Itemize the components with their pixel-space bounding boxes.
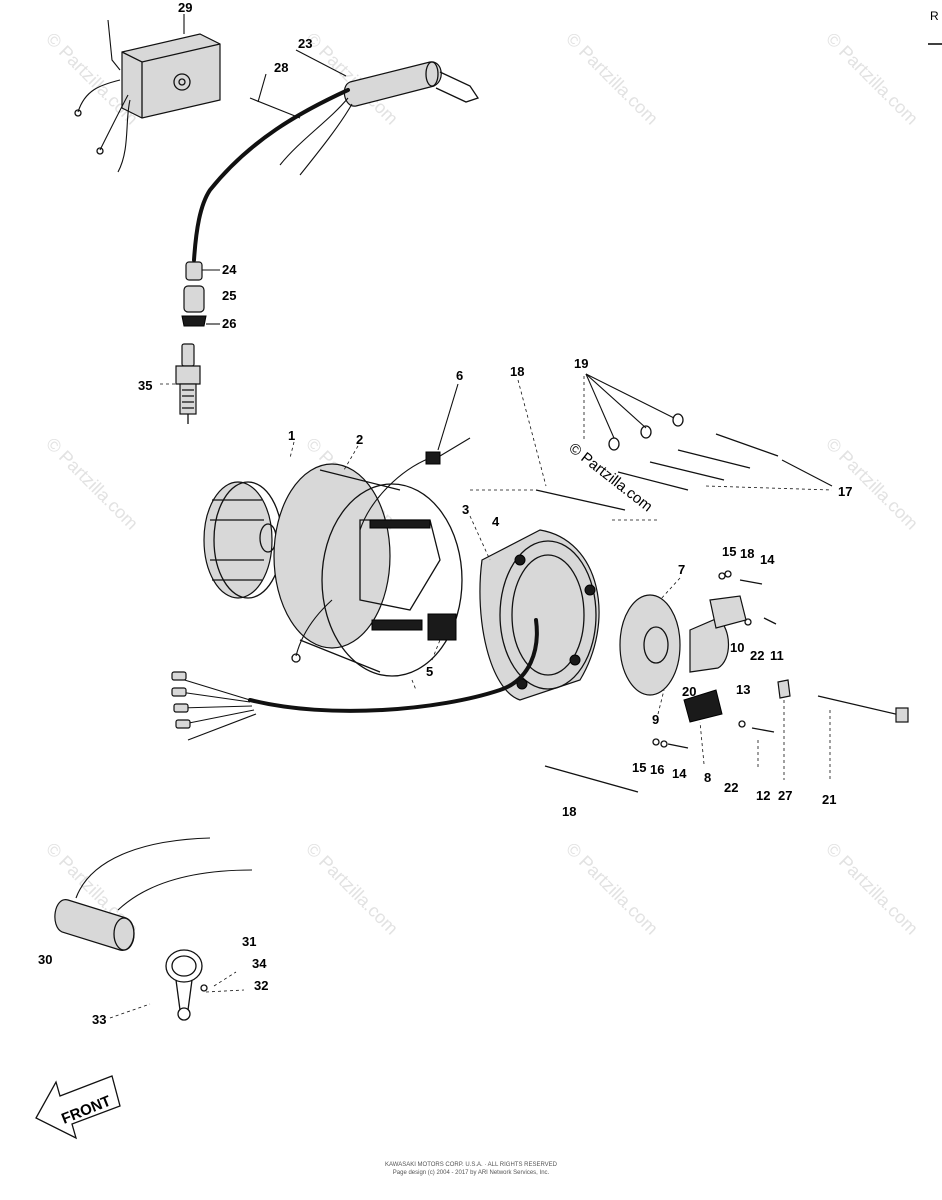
watermark: © Partzilla.com [302,839,402,939]
magneto-assembly [171,437,600,741]
front-arrow: FRONT [35,1075,121,1140]
callout-7: 7 [678,562,685,577]
callout-26: 26 [222,316,236,331]
breaker-assembly [612,519,909,782]
screws-17-19 [583,373,833,491]
callout-22: 22 [724,780,738,795]
callout-labels: 29 23 28 24 25 26 35 6 18 19 1 2 3 4 17 … [38,0,852,1027]
callout-12: 12 [756,788,770,803]
regulator-part [74,19,221,173]
callout-5: 5 [426,664,433,679]
leader-lines [160,14,705,765]
callout-25: 25 [222,288,236,303]
callout-30: 30 [38,952,52,967]
front-label: FRONT [59,1093,113,1128]
callout-21: 21 [822,792,836,807]
ignition-coil-part [192,61,480,262]
callout-1: 1 [288,428,295,443]
callout-4: 4 [492,514,500,529]
callout-18: 18 [510,364,524,379]
callout-13: 13 [736,682,750,697]
footer-line-1: KAWASAKI MOTORS CORP. U.S.A. · ALL RIGHT… [385,1162,558,1168]
callout-33: 33 [92,1012,106,1027]
watermark: © Partzilla.com [822,839,922,939]
callout-28: 28 [274,60,288,75]
corner-text: R [930,9,939,23]
spark-plug-part [175,343,201,424]
callout-20: 20 [682,684,696,699]
callout-22: 22 [750,648,764,663]
callout-24: 24 [222,262,237,277]
callout-18: 18 [740,546,754,561]
callout-31: 31 [242,934,256,949]
callout-14: 14 [760,552,775,567]
footer-line-2: Page design (c) 2004 - 2017 by ARI Netwo… [393,1170,550,1176]
callout-14: 14 [672,766,687,781]
callout-9: 9 [652,712,659,727]
callout-17: 17 [838,484,852,499]
watermark: © Partzilla.com [562,29,662,129]
callout-23: 23 [298,36,312,51]
callout-18: 18 [562,804,576,819]
callout-16: 16 [650,762,664,777]
callout-6: 6 [456,368,463,383]
resistor-clamp [54,837,253,1021]
callout-32: 32 [254,978,268,993]
callout-11: 11 [770,648,784,663]
plug-cap-parts [181,261,207,327]
callout-10: 10 [730,640,744,655]
watermark: © Partzilla.com [822,29,922,129]
callout-34: 34 [252,956,267,971]
callout-27: 27 [778,788,792,803]
callout-29: 29 [178,0,192,15]
watermark: © Partzilla.com [42,434,142,534]
watermark: © Partzilla.com [562,839,662,939]
callout-15: 15 [632,760,646,775]
callout-2: 2 [356,432,363,447]
callout-15: 15 [722,544,736,559]
long-bolts [470,489,639,793]
callout-3: 3 [462,502,469,517]
footer: KAWASAKI MOTORS CORP. U.S.A. · ALL RIGHT… [385,1162,558,1176]
callout-8: 8 [704,770,711,785]
callout-19: 19 [574,356,588,371]
callout-35: 35 [138,378,152,393]
